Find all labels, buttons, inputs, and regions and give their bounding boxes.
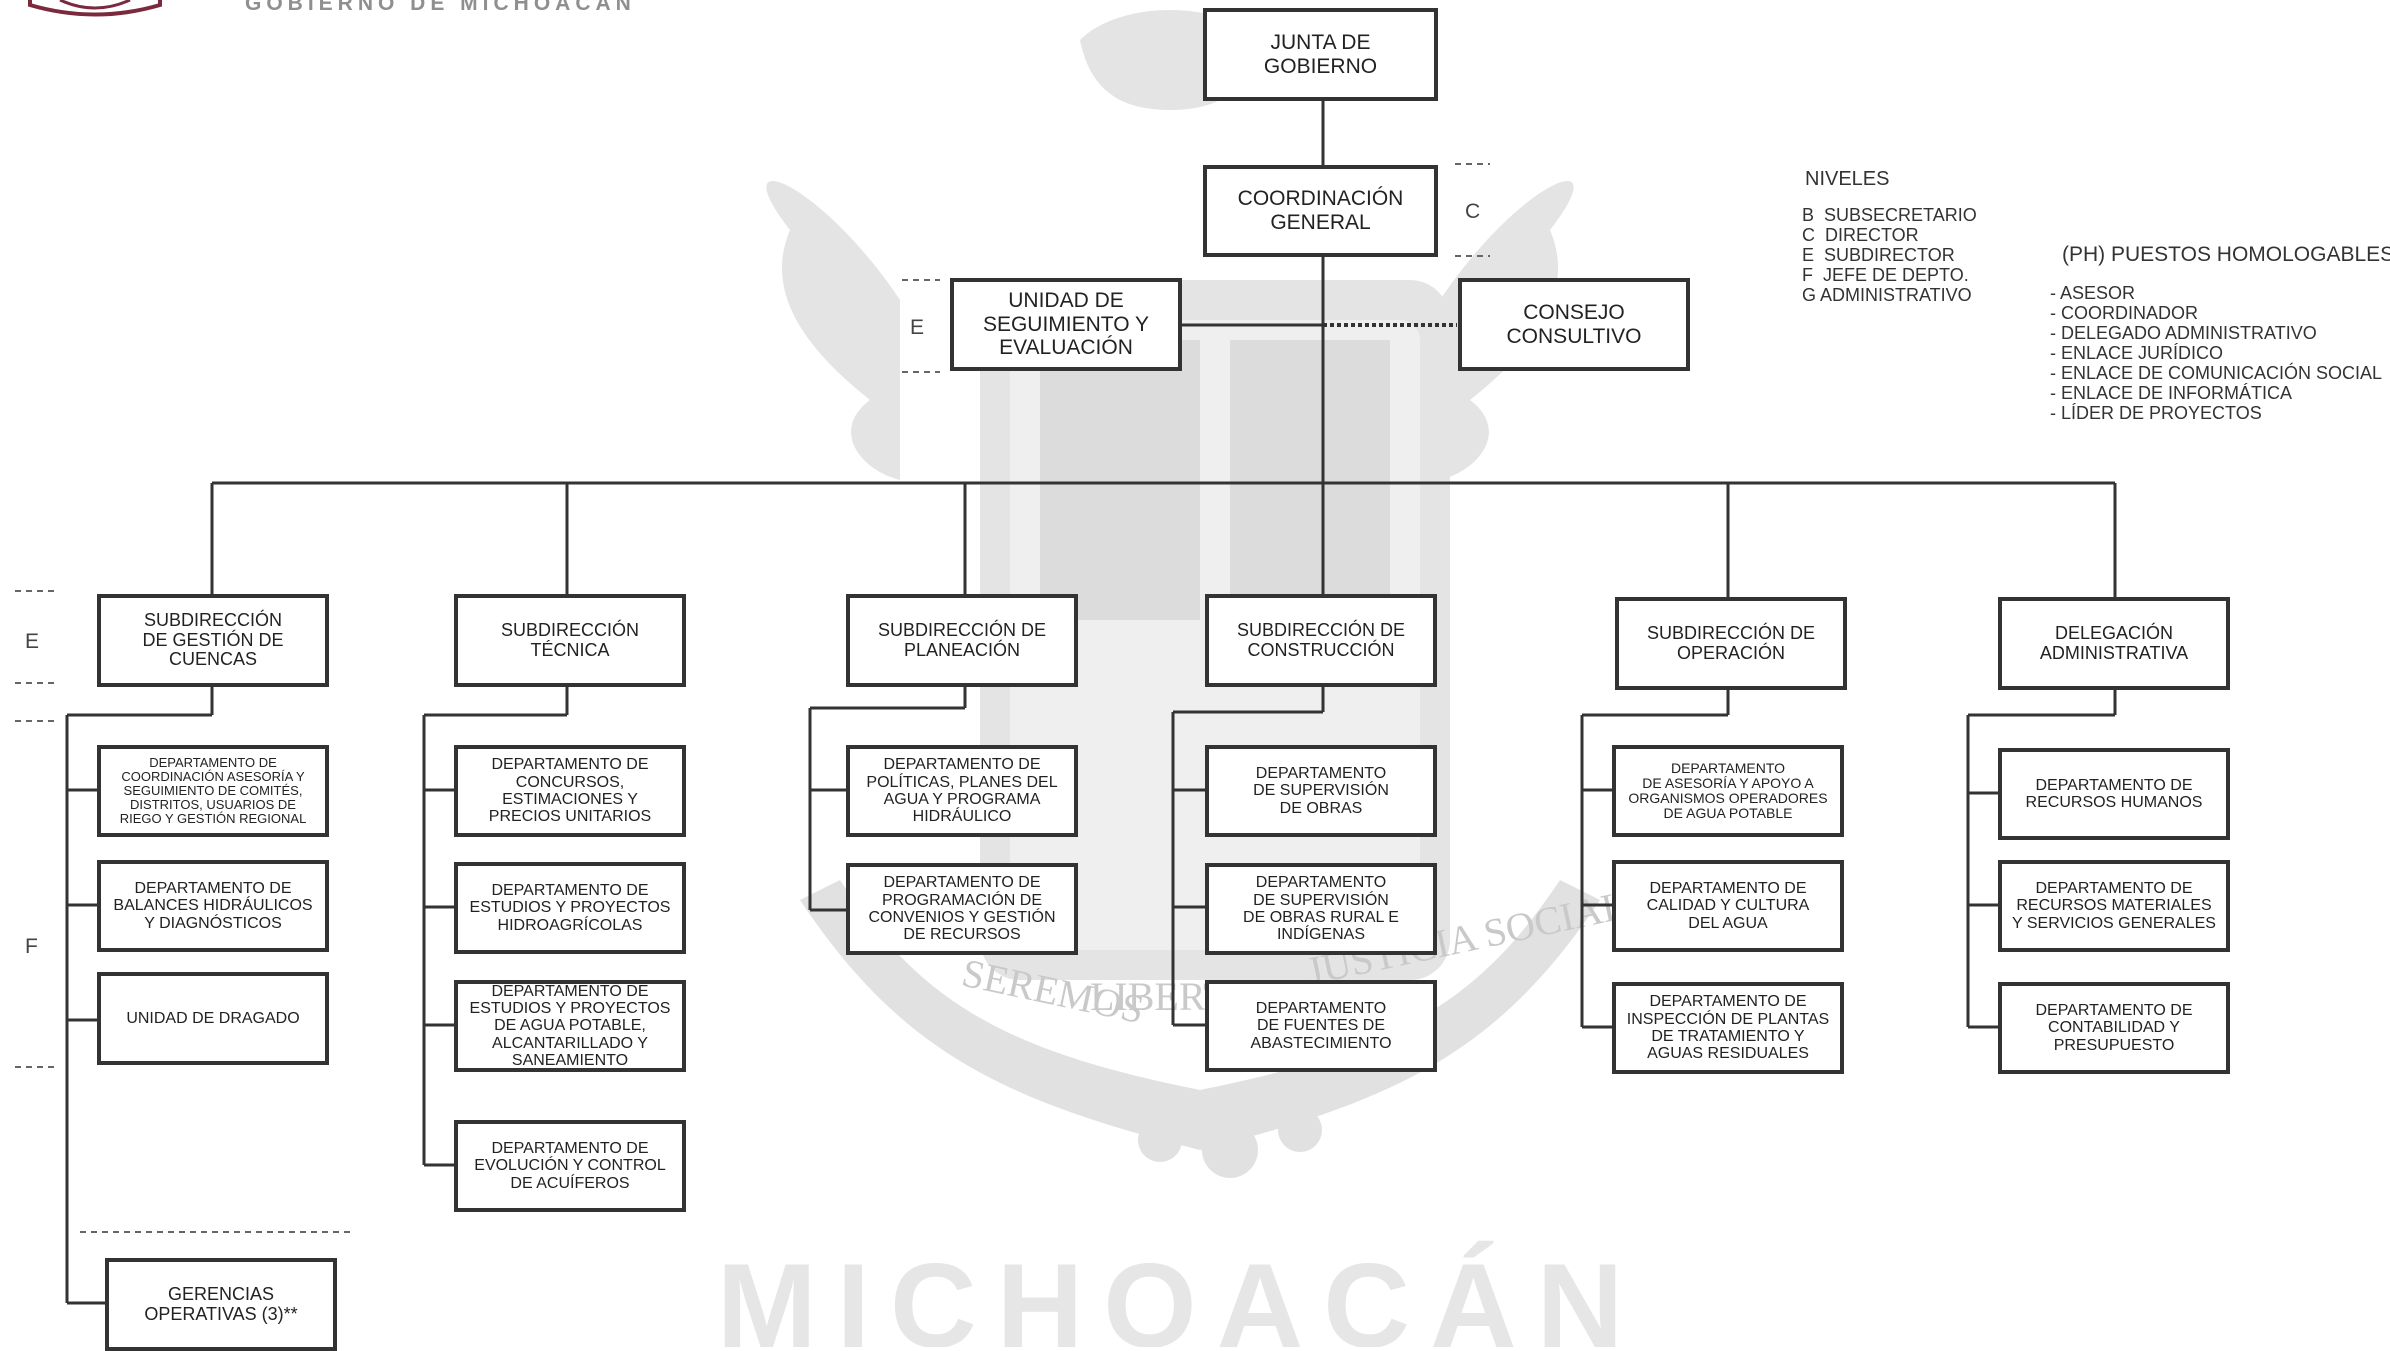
- box-junta-de-gobierno: JUNTA DE GOBIERNO: [1203, 8, 1438, 101]
- box-subdireccion-tecnica: SUBDIRECCIÓN TÉCNICA: [454, 594, 686, 687]
- box-subdireccion-planeacion: SUBDIRECCIÓN DE PLANEACIÓN: [846, 594, 1078, 687]
- level-item: B SUBSECRETARIO: [1802, 205, 1977, 225]
- box-subdireccion-gestion-cuencas: SUBDIRECCIÓN DE GESTIÓN DE CUENCAS: [97, 594, 329, 687]
- box-depto-evolucion-acuiferos: DEPARTAMENTO DE EVOLUCIÓN Y CONTROL DE A…: [454, 1120, 686, 1212]
- homologable-positions-legend: (PH) PUESTOS HOMOLOGABLES - ASESOR - COO…: [2050, 243, 2390, 423]
- homologable-position-item: - ENLACE DE INFORMÁTICA: [2050, 383, 2293, 403]
- box-coordinacion-general: COORDINACIÓN GENERAL: [1203, 165, 1438, 257]
- box-depto-recursos-materiales: DEPARTAMENTO DE RECURSOS MATERIALES Y SE…: [1998, 860, 2230, 952]
- level-mark-unidad: E: [910, 316, 925, 339]
- watermark-bottom-word: MICHOACÁN: [717, 1239, 1644, 1347]
- homologable-position-item: - LÍDER DE PROYECTOS: [2050, 403, 2262, 423]
- homologable-position-item: - ENLACE JURÍDICO: [2050, 343, 2224, 363]
- levels-legend-title: NIVELES: [1805, 168, 1890, 190]
- box-unidad-dragado: UNIDAD DE DRAGADO: [97, 972, 329, 1065]
- box-depto-programacion-convenios: DEPARTAMENTO DE PROGRAMACIÓN DE CONVENIO…: [846, 863, 1078, 955]
- government-name: GOBIERNO DE MICHOACÁN: [245, 0, 636, 15]
- homologable-position-item: - COORDINADOR: [2050, 303, 2198, 323]
- box-depto-fuentes-abastecimiento: DEPARTAMENTO DE FUENTES DE ABASTECIMIENT…: [1205, 980, 1437, 1072]
- box-depto-asesoria-organismos: DEPARTAMENTO DE ASESORÍA Y APOYO A ORGAN…: [1612, 745, 1844, 837]
- box-delegacion-administrativa: DELEGACIÓN ADMINISTRATIVA: [1998, 597, 2230, 690]
- box-depto-estudios-hidroagricolas: DEPARTAMENTO DE ESTUDIOS Y PROYECTOS HID…: [454, 862, 686, 954]
- box-depto-supervision-obras: DEPARTAMENTO DE SUPERVISIÓN DE OBRAS: [1205, 745, 1437, 837]
- level-item: F JEFE DE DEPTO.: [1802, 265, 1969, 285]
- level-mark-departamentos: F: [25, 935, 38, 958]
- level-item: G ADMINISTRATIVO: [1802, 285, 1972, 305]
- box-depto-politicas-planes: DEPARTAMENTO DE POLÍTICAS, PLANES DEL AG…: [846, 745, 1078, 837]
- box-depto-contabilidad: DEPARTAMENTO DE CONTABILIDAD Y PRESUPUES…: [1998, 982, 2230, 1074]
- box-depto-concursos: DEPARTAMENTO DE CONCURSOS, ESTIMACIONES …: [454, 745, 686, 837]
- box-depto-recursos-humanos: DEPARTAMENTO DE RECURSOS HUMANOS: [1998, 748, 2230, 840]
- homologable-position-item: - DELEGADO ADMINISTRATIVO: [2050, 323, 2317, 343]
- box-depto-inspeccion-plantas: DEPARTAMENTO DE INSPECCIÓN DE PLANTAS DE…: [1612, 982, 1844, 1074]
- box-depto-coordinacion-asesoria: DEPARTAMENTO DE COORDINACIÓN ASESORÍA Y …: [97, 745, 329, 837]
- box-subdireccion-operacion: SUBDIRECCIÓN DE OPERACIÓN: [1615, 597, 1847, 690]
- level-item: E SUBDIRECTOR: [1802, 245, 1955, 265]
- homologable-positions-title: (PH) PUESTOS HOMOLOGABLES: [2062, 243, 2390, 266]
- level-mark-subdirecciones: E: [25, 630, 40, 653]
- level-mark-coordinacion: C: [1465, 200, 1481, 223]
- homologable-position-item: - ENLACE DE COMUNICACIÓN SOCIAL: [2050, 363, 2383, 383]
- government-logo: [28, 0, 162, 17]
- levels-legend: NIVELES B SUBSECRETARIO C DIRECTOR E SUB…: [1780, 168, 1977, 305]
- level-item: C DIRECTOR: [1802, 225, 1919, 245]
- box-depto-supervision-rural: DEPARTAMENTO DE SUPERVISIÓN DE OBRAS RUR…: [1205, 863, 1437, 955]
- box-depto-estudios-agua-potable: DEPARTAMENTO DE ESTUDIOS Y PROYECTOS DE …: [454, 980, 686, 1072]
- box-gerencias-operativas: GERENCIAS OPERATIVAS (3)**: [105, 1258, 337, 1351]
- box-subdireccion-construccion: SUBDIRECCIÓN DE CONSTRUCCIÓN: [1205, 594, 1437, 687]
- homologable-position-item: - ASESOR: [2050, 283, 2136, 303]
- box-consejo-consultivo: CONSEJO CONSULTIVO: [1458, 278, 1690, 371]
- box-depto-balances-hidraulicos: DEPARTAMENTO DE BALANCES HIDRÁULICOS Y D…: [97, 860, 329, 952]
- box-unidad-seguimiento: UNIDAD DE SEGUIMIENTO Y EVALUACIÓN: [950, 278, 1182, 371]
- box-depto-calidad-cultura: DEPARTAMENTO DE CALIDAD Y CULTURA DEL AG…: [1612, 860, 1844, 952]
